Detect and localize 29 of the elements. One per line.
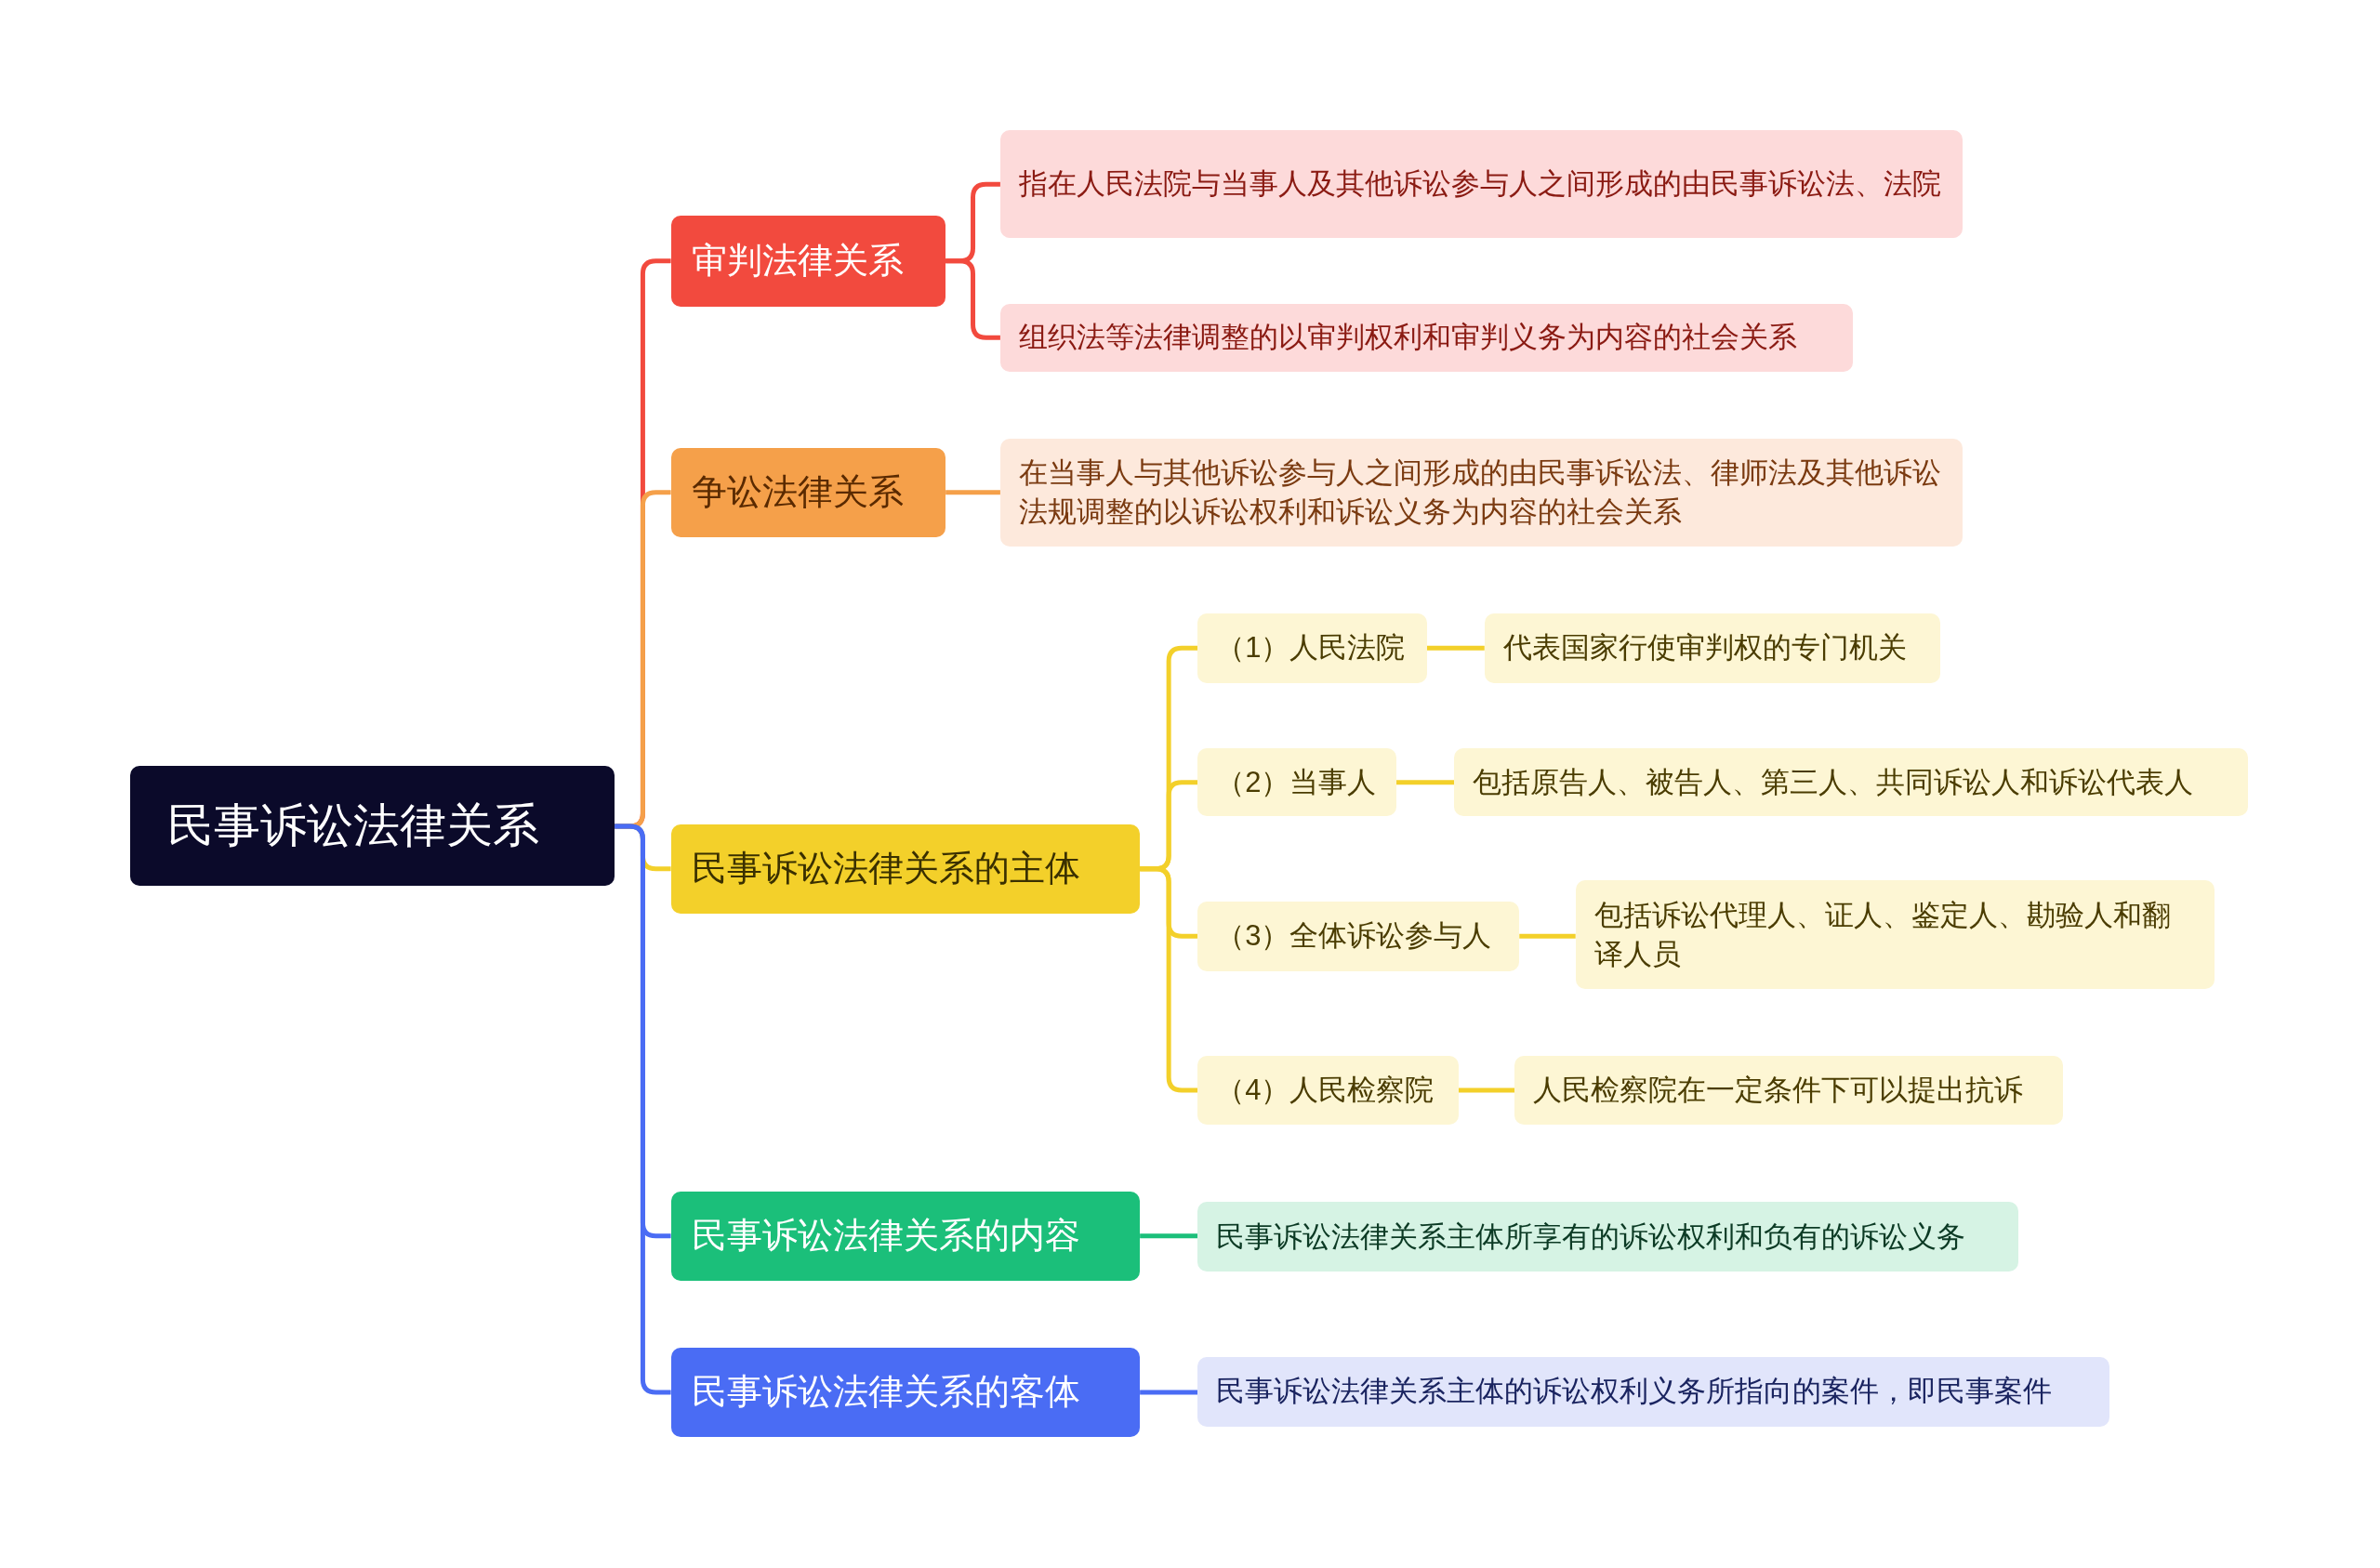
subtopic-box: 包括原告人、被告人、第三人、共同诉讼人和诉讼代表人 (1454, 747, 2248, 817)
connector-line (945, 490, 1000, 495)
connector-line (945, 258, 1000, 340)
subtopic-box: 包括诉讼代理人、证人、鉴定人、勘验人和翻译人员 (1575, 879, 2215, 990)
subtopic-box: （1）人民法院 (1197, 613, 1427, 683)
subtopic-box: （3）全体诉讼参与人 (1197, 901, 1520, 971)
connector-line (1396, 780, 1455, 785)
topic-box: 审判法律关系 (670, 215, 946, 307)
connector-line (1519, 933, 1576, 939)
subtopic-box: 代表国家行使审判权的专门机关 (1484, 613, 1940, 683)
subtopic-box: 民事诉讼法律关系主体的诉讼权利义务所指向的案件，即民事案件 (1197, 1356, 2110, 1427)
subtopic-box: 指在人民法院与当事人及其他诉讼参与人之间形成的由民事诉讼法、法院 (999, 130, 1963, 239)
subtopic-box: （2）当事人 (1197, 747, 1397, 817)
topic-box: 争讼法律关系 (670, 447, 946, 537)
root-topic-box: 民事诉讼法律关系 (130, 766, 615, 887)
connector-line (1426, 645, 1485, 651)
subtopic-box: 组织法等法律调整的以审判权利和审判义务为内容的社会关系 (999, 303, 1854, 372)
connector-line (1140, 1233, 1198, 1239)
connector-line (1140, 1390, 1198, 1395)
subtopic-box: 人民检察院在一定条件下可以提出抗诉 (1514, 1056, 2063, 1125)
connector-line (1140, 866, 1198, 1093)
subtopic-box: 民事诉讼法律关系主体所享有的诉讼权利和负有的诉讼义务 (1197, 1202, 2019, 1272)
subtopic-box: 在当事人与其他诉讼参与人之间形成的由民事诉讼法、律师法及其他诉讼法规调整的以诉讼权利和诉讼义务为内容的社会关系 (999, 438, 1963, 547)
topic-box: 民事诉讼法律关系的主体 (670, 824, 1141, 914)
connector-line (1459, 1087, 1515, 1093)
subtopic-box: （4）人民检察院 (1197, 1056, 1459, 1125)
topic-box: 民事诉讼法律关系的客体 (670, 1347, 1141, 1438)
topic-box: 民事诉讼法律关系的内容 (670, 1191, 1141, 1281)
connector-line (615, 824, 671, 1395)
